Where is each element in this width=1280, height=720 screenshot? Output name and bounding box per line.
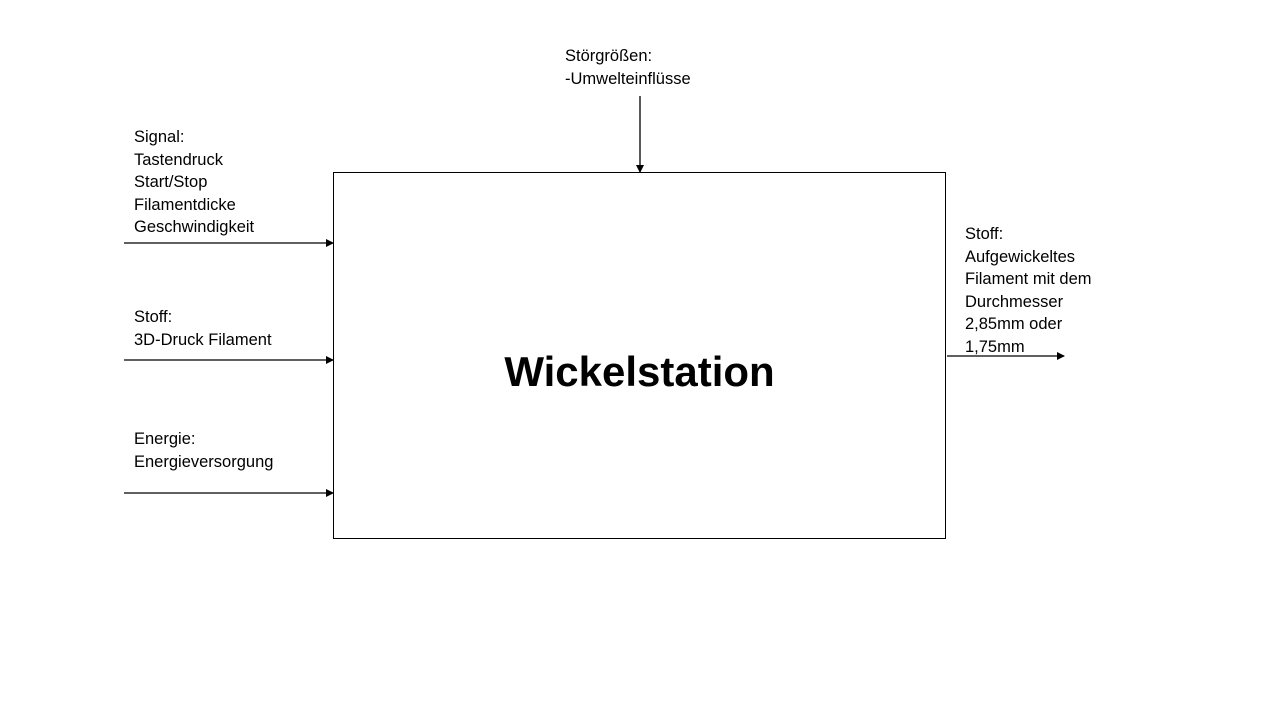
material-output-line: Aufgewickeltes (965, 247, 1076, 266)
signal-input-label: Signal: Tastendruck Start/Stop Filamentd… (134, 126, 254, 239)
signal-line: Filamentdicke (134, 195, 236, 214)
material-output-line: Filament mit dem (965, 270, 1092, 288)
system-block: Wickelstation (333, 172, 946, 539)
energy-line: Energieversorgung (134, 452, 274, 471)
disturbance-label: Störgrößen: -Umwelteinflüsse (565, 45, 691, 90)
signal-line: Geschwindigkeit (134, 218, 255, 236)
material-output-label: Stoff: Aufgewickeltes Filament mit dem D… (965, 223, 1092, 358)
material-output-heading: Stoff: (965, 225, 1004, 243)
material-input-line: 3D-Druck Filament (134, 330, 272, 349)
material-output-line: 1,75mm (965, 337, 1025, 356)
signal-line: Tastendruck (134, 150, 223, 169)
energy-input-label: Energie: Energieversorgung (134, 428, 273, 473)
material-output-line: Durchmesser (965, 292, 1064, 311)
disturbance-heading: Störgrößen: (565, 47, 653, 65)
material-output-line: 2,85mm oder (965, 315, 1063, 333)
disturbance-line: -Umwelteinflüsse (565, 69, 691, 88)
signal-line: Start/Stop (134, 173, 208, 191)
energy-heading: Energie: (134, 430, 196, 448)
material-input-label: Stoff: 3D-Druck Filament (134, 306, 272, 351)
material-input-heading: Stoff: (134, 308, 173, 326)
signal-heading: Signal: (134, 128, 185, 146)
system-block-title: Wickelstation (504, 348, 775, 395)
